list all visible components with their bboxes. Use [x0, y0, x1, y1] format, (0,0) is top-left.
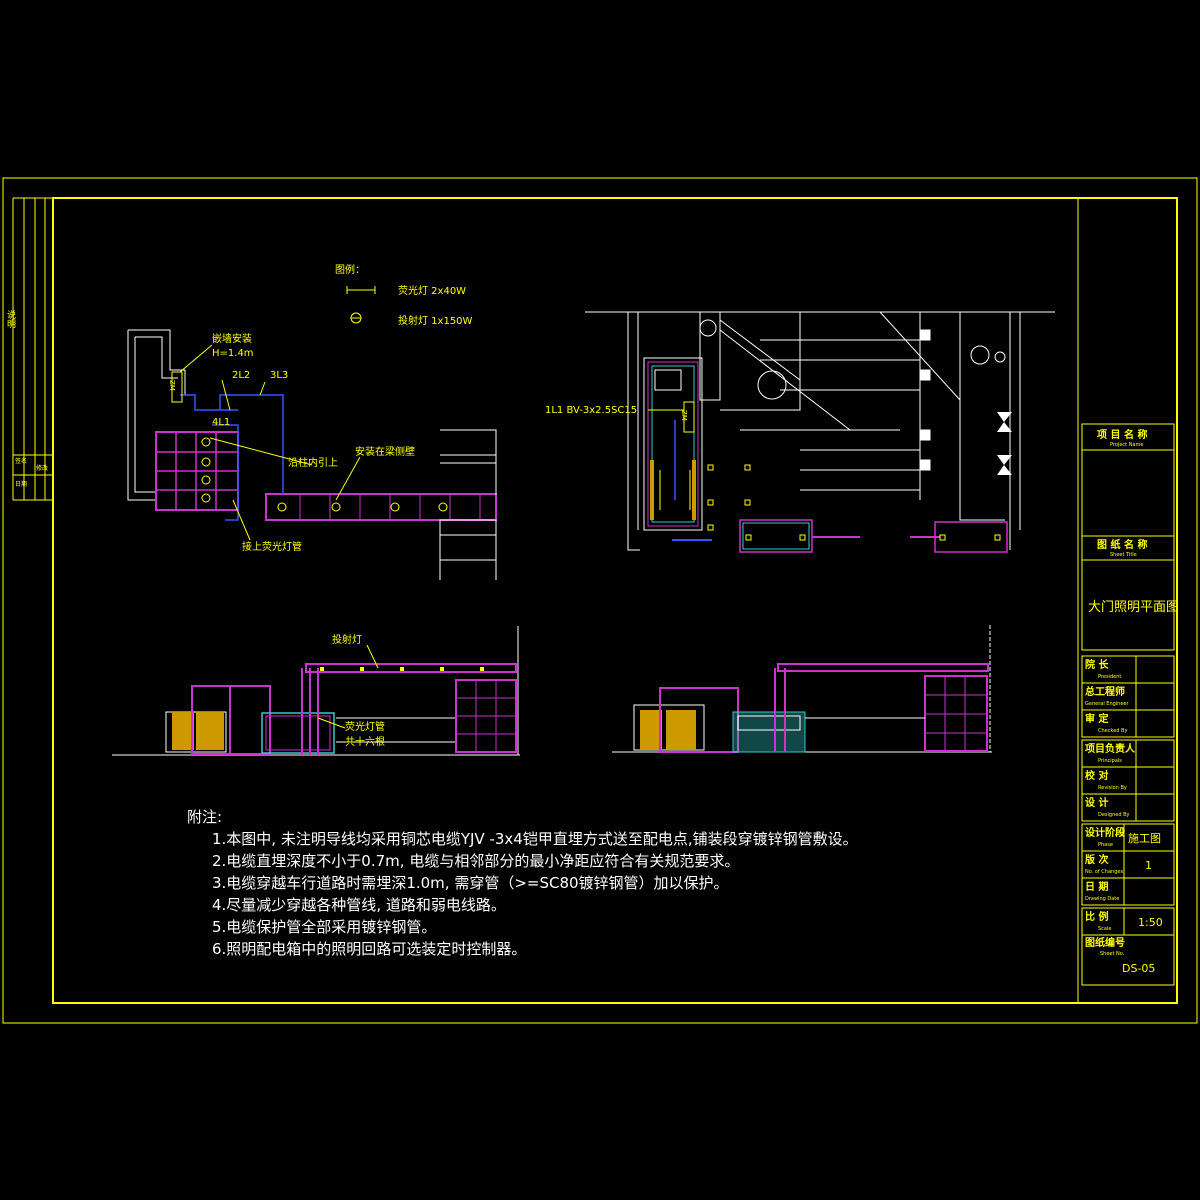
row-president-en: President — [1098, 674, 1121, 680]
label-height: H=1.4m — [212, 348, 254, 359]
note-4: 4.尽量减少穿越各种管线, 道路和弱电线路。 — [212, 896, 506, 914]
sheet-no-label: 图纸编号 — [1085, 936, 1125, 949]
row-principal-en: Principals — [1098, 758, 1122, 764]
row-revision: 校 对 — [1085, 769, 1108, 782]
project-name-en: Project Name — [1110, 442, 1143, 448]
drawing-title: 大门照明平面图 — [1088, 600, 1179, 615]
floodlight-symbol — [350, 312, 362, 324]
row-revision-en: Revision By — [1098, 785, 1127, 791]
drawing-name-label: 图 纸 名 称 — [1097, 538, 1147, 551]
date-label: 日 期 — [1085, 880, 1108, 893]
label-wall-mount: 嵌墙安装 — [212, 332, 252, 345]
legend-item-fluorescent: 荧光灯 2x40W — [398, 284, 466, 297]
margin-bottom-label-2: 日期 — [15, 480, 27, 488]
stage-en: Phase — [1098, 842, 1113, 848]
scale-value: 1:50 — [1138, 916, 1163, 929]
project-name-label: 项 目 名 称 — [1097, 428, 1147, 441]
left-margin-strip — [12, 197, 53, 501]
row-president: 院 长 — [1085, 658, 1109, 671]
label-cable-1l1: 1L1 BV-3x2.5SC15 — [545, 405, 637, 416]
version-en: No. of Changes — [1085, 869, 1123, 875]
right-distribution-box — [683, 401, 695, 433]
label-circuit-3l3: 3L3 — [270, 370, 288, 381]
outer-border — [2, 177, 1198, 1024]
version-label: 版 次 — [1085, 853, 1108, 866]
stage-value: 施工图 — [1128, 832, 1161, 845]
inner-border — [52, 197, 1178, 1004]
label-elev-count: 共十六根 — [345, 735, 385, 748]
right-elevation — [612, 625, 992, 753]
date-en: Drawing Date — [1085, 896, 1119, 902]
sheet-no-value: DS-05 — [1122, 962, 1155, 975]
note-1: 1.本图中, 未注明导线均采用铜芯电缆YJV -3x4铠甲直埋方式送至配电点,铺… — [212, 830, 858, 848]
notes-title: 附注: — [187, 808, 222, 826]
legend-title: 图例： — [335, 263, 365, 276]
legend-item-floodlight: 投射灯 1x150W — [398, 314, 473, 327]
margin-bottom-label-1: 签名 — [15, 457, 27, 465]
row-general-engineer: 总工程师 — [1085, 685, 1125, 698]
label-elev-floodlight: 投射灯 — [332, 633, 362, 646]
scale-label: 比 例 — [1085, 910, 1108, 923]
label-zm-right: ZM — [680, 410, 688, 421]
fluorescent-lamp-symbol — [346, 286, 376, 294]
margin-bottom-label-3: 修改 — [36, 464, 48, 472]
row-checked: 审 定 — [1085, 712, 1108, 725]
row-checked-en: Checked By — [1098, 728, 1127, 734]
version-value: 1 — [1145, 859, 1152, 872]
title-block-frame — [1077, 198, 1175, 1003]
note-2: 2.电缆直埋深度不小于0.7m, 电缆与相邻部分的最小净距应符合有关规范要求。 — [212, 852, 739, 870]
signature-rows: 院 长 President 总工程师 General Engineer 审 定 … — [1085, 658, 1136, 818]
row-designed: 设 计 — [1085, 796, 1108, 809]
drawing-name-en: Sheet Title — [1110, 552, 1137, 558]
left-elevation — [112, 626, 520, 756]
label-zm-left: ZM — [168, 380, 176, 391]
margin-top-label: 说明 — [5, 309, 16, 329]
label-fluorescent-tube: 接上荧光灯管 — [242, 540, 302, 553]
left-plan — [127, 329, 497, 580]
label-column: 沿柱内引上 — [288, 456, 338, 469]
row-principal: 项目负责人 — [1085, 742, 1136, 755]
note-3: 3.电缆穿越车行道路时需埋深1.0m, 需穿管（>=SC80镀锌钢管）加以保护。 — [212, 874, 729, 892]
row-designed-en: Designed By — [1098, 812, 1130, 818]
right-plan — [585, 311, 1055, 553]
label-circuit-2l2: 2L2 — [232, 370, 250, 381]
left-distribution-box — [171, 371, 183, 403]
scale-en: Scale — [1098, 926, 1111, 932]
sheet-no-en: Sheet No. — [1100, 951, 1125, 957]
stage-label: 设计阶段 — [1085, 826, 1125, 839]
row-general-engineer-en: General Engineer — [1085, 701, 1130, 707]
label-elev-tube: 荧光灯管 — [345, 720, 385, 733]
note-6: 6.照明配电箱中的照明回路可选装定时控制器。 — [212, 940, 526, 958]
note-5: 5.电缆保护管全部采用镀锌钢管。 — [212, 918, 436, 936]
label-circuit-4l1: 4L1 — [212, 417, 230, 428]
label-beam: 安装在梁侧壁 — [355, 445, 415, 458]
